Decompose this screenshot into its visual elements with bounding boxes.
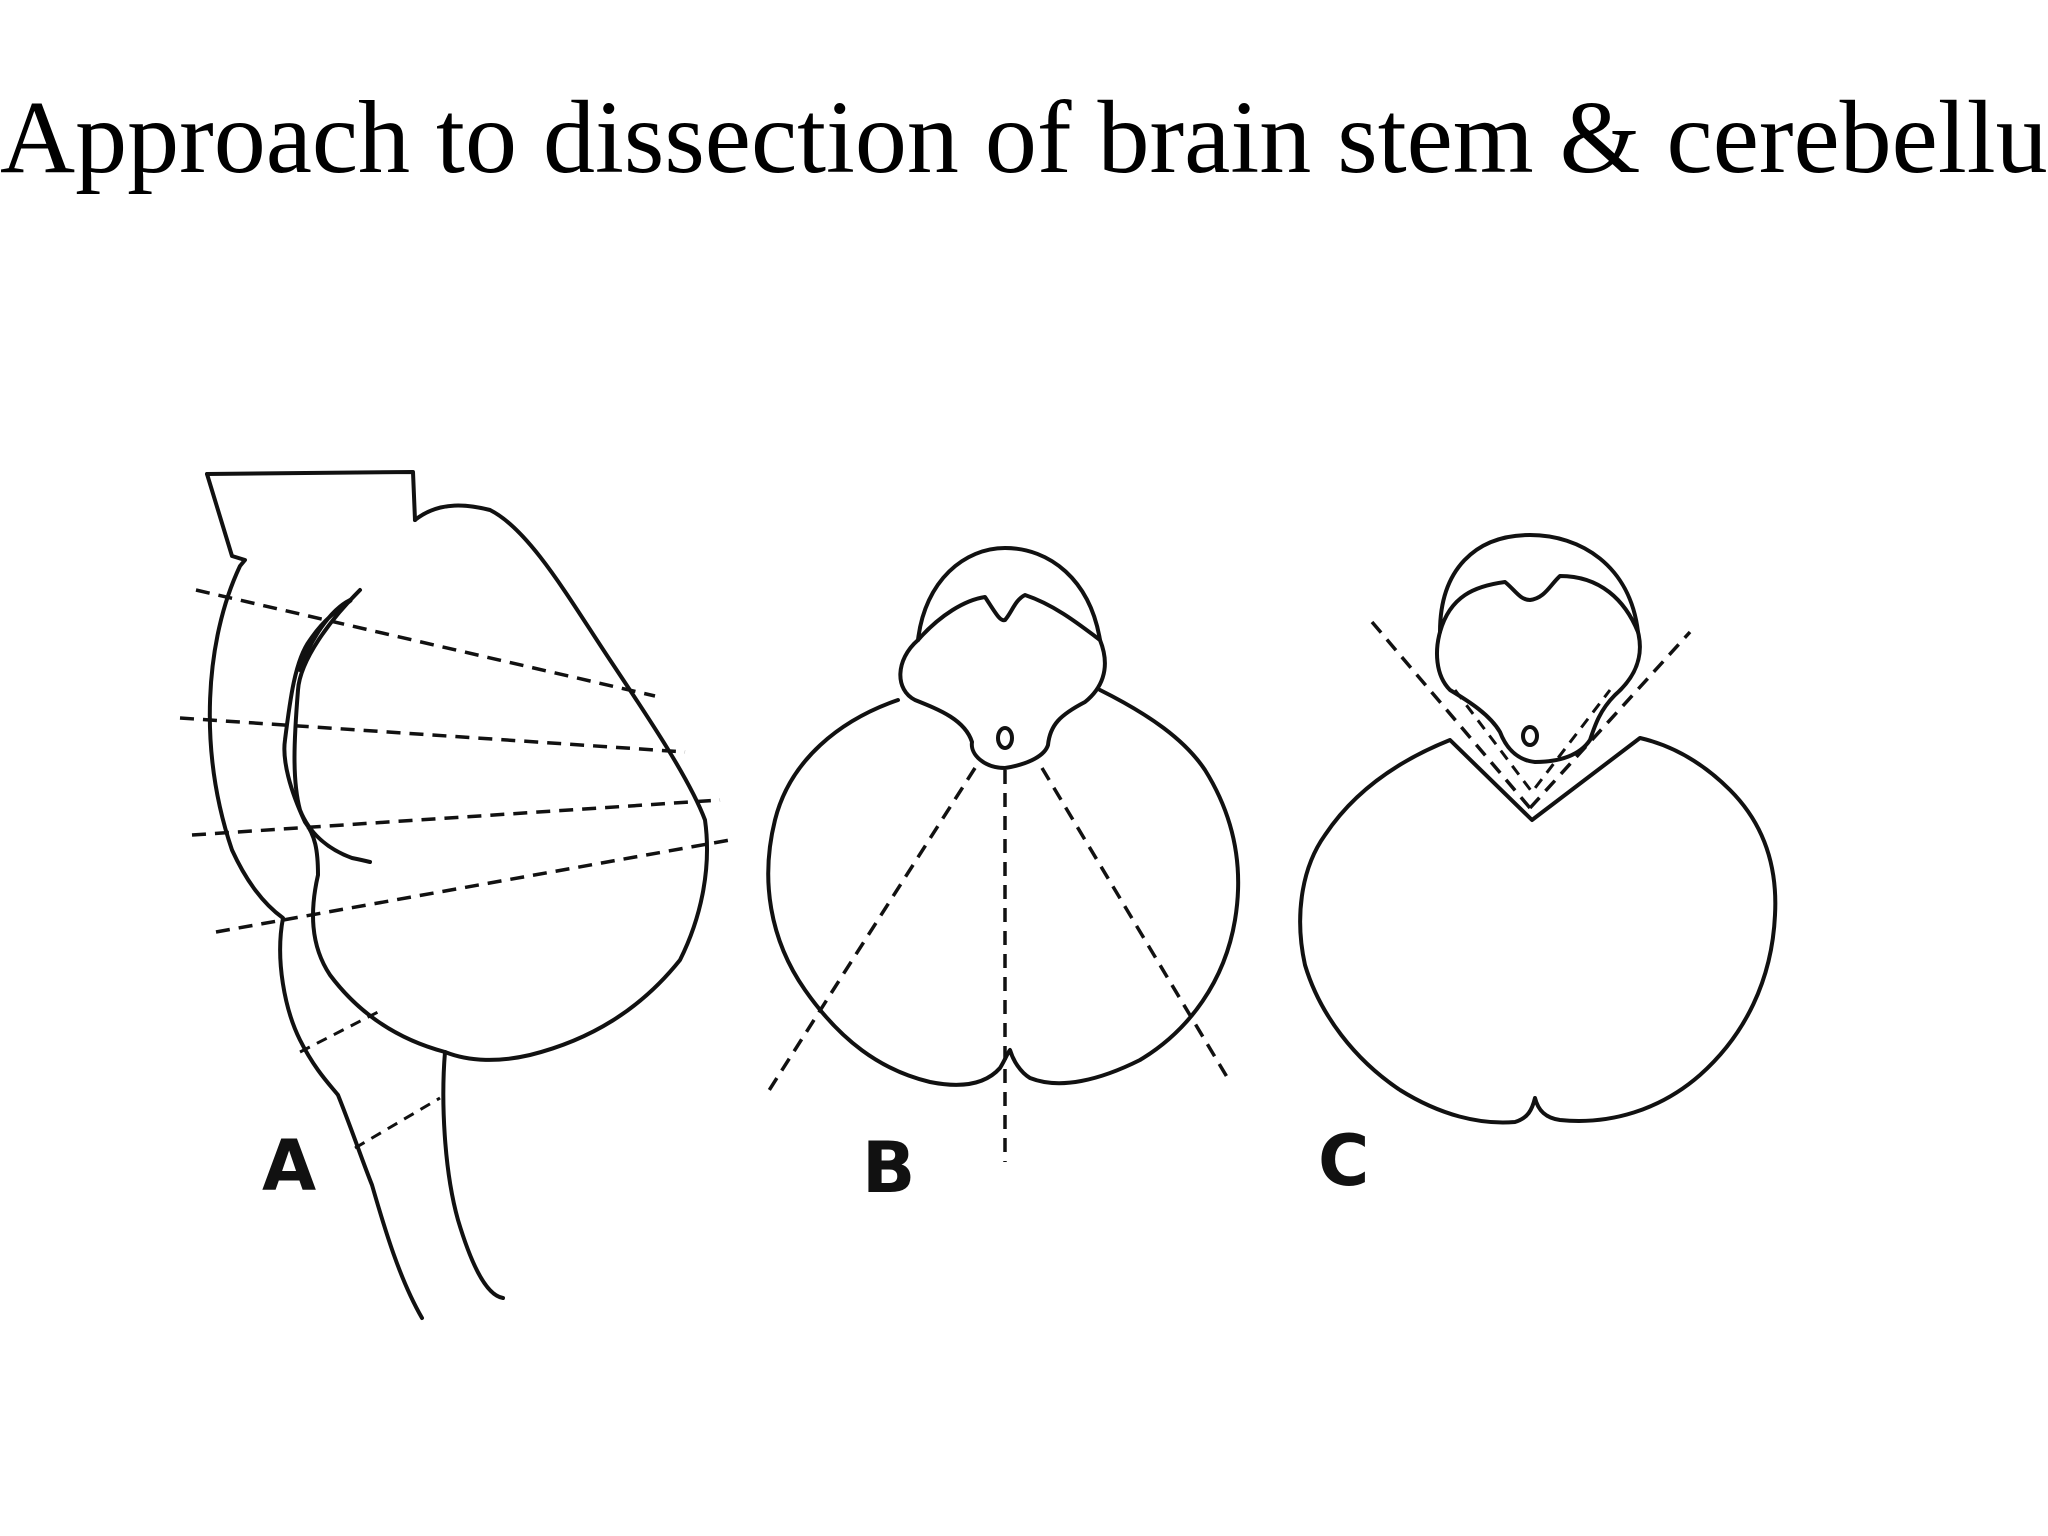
panel-a-inner-curve [292, 588, 372, 864]
panel-a-cut-line-5 [299, 1010, 379, 1054]
panel-c-brainstem-cap [1438, 533, 1640, 634]
panel-c-medulla-outline [1435, 574, 1642, 764]
panel-c: C [1298, 533, 1778, 1202]
panel-a-brainstem-posterior-outline [441, 1050, 505, 1300]
panel-b-label: B [862, 1127, 915, 1209]
panel-c-cut-inner [1453, 689, 1612, 795]
panel-a-cut-line-6 [354, 1096, 441, 1150]
panel-b: B [766, 546, 1241, 1209]
panel-c-label: C [1318, 1120, 1369, 1202]
panel-c-cut-left [1370, 620, 1532, 810]
panel-a-cut-line-3 [191, 798, 721, 837]
panel-b-brainstem-cap [916, 546, 1102, 642]
panel-a-label: A [262, 1125, 316, 1207]
panel-b-central-canal [996, 726, 1014, 750]
panel-a-cut-line-2 [179, 716, 686, 754]
panel-b-cut-right [1040, 767, 1232, 1083]
panel-a-cut-line-1 [195, 588, 656, 698]
panel-c-central-canal [1521, 725, 1539, 747]
panel-a-cut-line-4 [215, 838, 731, 934]
slide-title: Approach to dissection of brain stem & c… [0, 80, 2048, 195]
panel-a: A [179, 470, 731, 1320]
panel-b-medulla-outline [898, 593, 1107, 770]
panel-c-cut-right [1528, 630, 1692, 810]
panel-c-cerebellum-outline [1298, 736, 1778, 1125]
panel-a-midbrain-outline [205, 470, 417, 522]
panel-b-cut-left [766, 767, 977, 1093]
panel-b-cerebellum-outline [766, 688, 1241, 1087]
panel-a-cerebellum-outline [282, 503, 709, 1062]
